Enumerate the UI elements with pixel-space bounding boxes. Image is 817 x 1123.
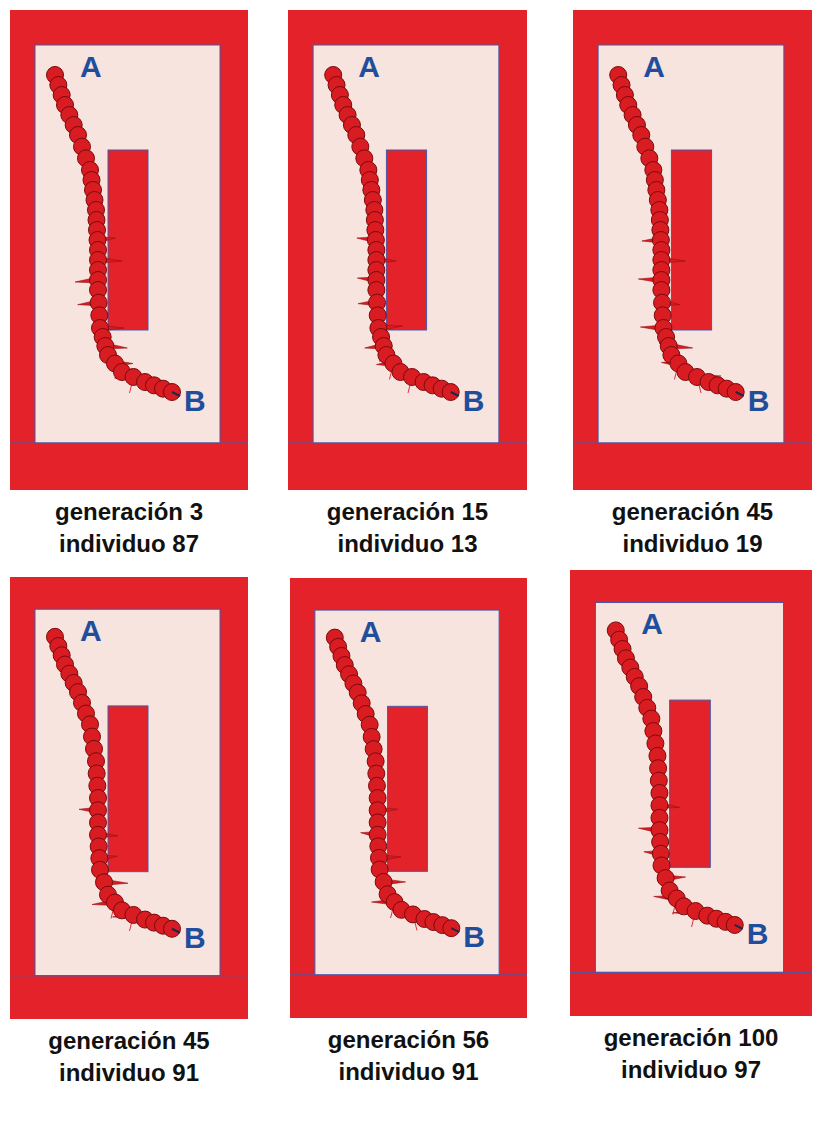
caption-individual: individuo 87 bbox=[59, 530, 199, 558]
guide-line bbox=[288, 443, 527, 444]
goal-marker bbox=[451, 392, 459, 396]
obstacle bbox=[671, 150, 711, 330]
obstacle bbox=[108, 706, 148, 872]
room-wall bbox=[10, 577, 248, 1019]
robot-position bbox=[443, 920, 460, 937]
caption-generation: generación 100 bbox=[604, 1024, 779, 1052]
goal-marker bbox=[172, 392, 180, 396]
point-label: A bbox=[80, 616, 102, 646]
guide-line bbox=[570, 972, 812, 973]
free-space bbox=[315, 610, 499, 975]
obstacle bbox=[386, 150, 426, 330]
caption-generation: generación 45 bbox=[612, 498, 773, 526]
point-label: A bbox=[643, 52, 665, 82]
caption-generation: generación 15 bbox=[327, 498, 488, 526]
caption-generation: generación 56 bbox=[328, 1026, 489, 1054]
guide-line bbox=[10, 443, 248, 444]
guide-line bbox=[290, 974, 527, 975]
caption-individual: individuo 97 bbox=[621, 1056, 761, 1084]
point-label: B bbox=[184, 923, 206, 953]
point-label: A bbox=[641, 609, 663, 639]
robot-position bbox=[164, 920, 181, 937]
point-label: B bbox=[748, 386, 770, 416]
obstacle bbox=[108, 150, 148, 330]
caption-generation: generación 45 bbox=[48, 1027, 209, 1055]
caption-individual: individuo 91 bbox=[59, 1059, 199, 1087]
free-space bbox=[35, 609, 220, 975]
robot-position bbox=[726, 916, 743, 933]
room-wall bbox=[573, 10, 812, 490]
room-panel bbox=[10, 10, 248, 490]
point-label: B bbox=[184, 386, 206, 416]
obstacle bbox=[388, 706, 428, 871]
point-label: A bbox=[360, 617, 382, 647]
robot-position bbox=[727, 384, 744, 401]
caption-individual: individuo 19 bbox=[622, 530, 762, 558]
free-space bbox=[595, 603, 783, 973]
goal-marker bbox=[451, 928, 459, 932]
room-wall bbox=[288, 10, 527, 490]
room-panel bbox=[573, 10, 812, 490]
point-label: B bbox=[463, 922, 485, 952]
point-label: B bbox=[463, 386, 485, 416]
robot-position bbox=[164, 384, 181, 401]
caption-individual: individuo 13 bbox=[337, 530, 477, 558]
room-panel bbox=[570, 570, 812, 1016]
room-wall bbox=[10, 10, 248, 490]
free-space bbox=[598, 45, 784, 443]
point-label: A bbox=[358, 52, 380, 82]
goal-marker bbox=[172, 929, 180, 933]
guide-line bbox=[10, 975, 248, 976]
obstacle bbox=[670, 700, 711, 867]
caption-individual: individuo 91 bbox=[338, 1058, 478, 1086]
room-panel bbox=[10, 577, 248, 1019]
goal-marker bbox=[736, 392, 744, 396]
goal-marker bbox=[735, 925, 743, 929]
robot-position bbox=[442, 384, 459, 401]
free-space bbox=[35, 45, 220, 443]
point-label: B bbox=[747, 919, 769, 949]
caption-generation: generación 3 bbox=[55, 498, 203, 526]
point-label: A bbox=[80, 52, 102, 82]
room-wall bbox=[570, 570, 812, 1016]
guide-line bbox=[573, 443, 812, 444]
free-space bbox=[313, 45, 499, 443]
room-panel bbox=[290, 578, 527, 1018]
room-wall bbox=[290, 578, 527, 1018]
room-panel bbox=[288, 10, 527, 490]
